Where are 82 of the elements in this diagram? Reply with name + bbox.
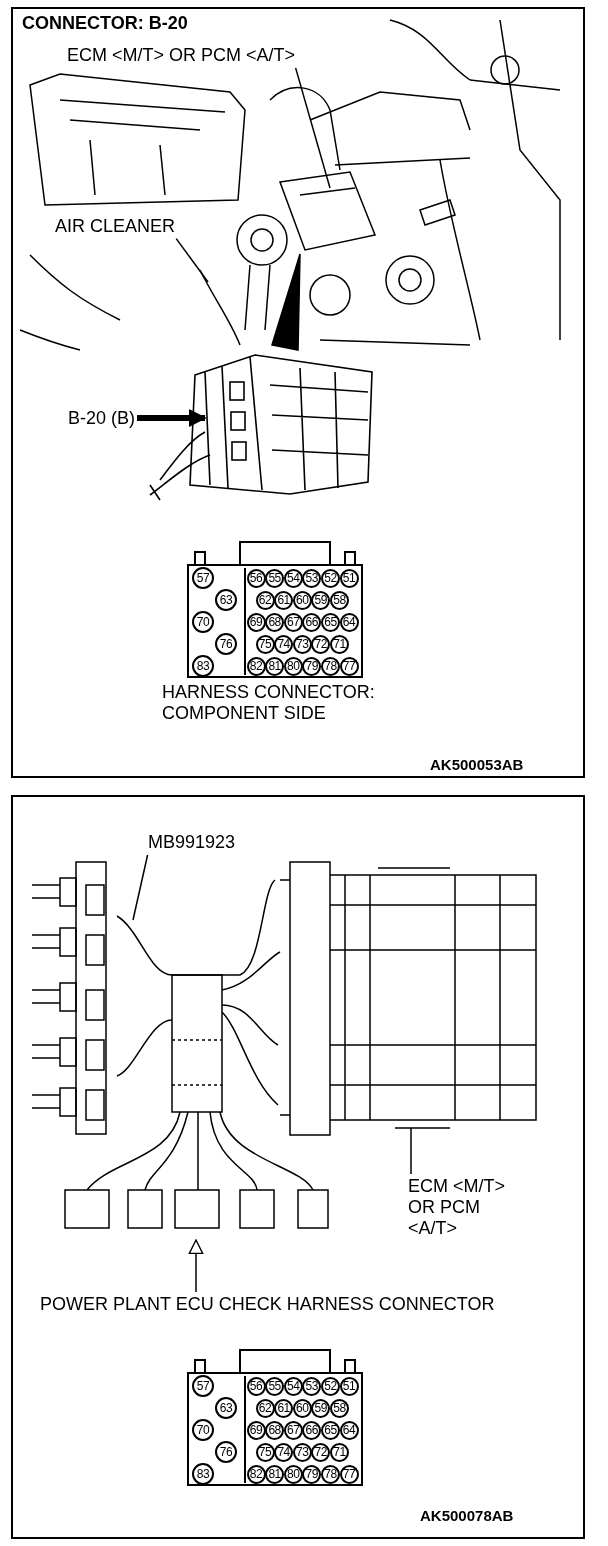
pin-number: 73 (292, 634, 312, 654)
pin-number: 60 (292, 590, 312, 610)
pin-number: 70 (192, 611, 214, 633)
pin-number: 54 (283, 1376, 303, 1396)
pin-number: 59 (311, 1398, 331, 1418)
leader-line (175, 237, 209, 283)
pin-number: 75 (255, 634, 275, 654)
pin-number: 76 (215, 633, 237, 655)
pin-number: 74 (274, 634, 294, 654)
leader-line (132, 854, 149, 921)
pin-number: 81 (265, 656, 285, 676)
pin-number: 76 (215, 1441, 237, 1463)
pin-number: 80 (283, 1464, 303, 1484)
pin-number: 75 (255, 1442, 275, 1462)
pin-number: 74 (274, 1442, 294, 1462)
arrow (137, 409, 207, 427)
pin-number: 78 (320, 656, 340, 676)
pin-number: 63 (215, 1397, 237, 1419)
pin-number: 56 (246, 568, 266, 588)
pin-number: 52 (320, 1376, 340, 1396)
pin-number: 51 (339, 1376, 359, 1396)
pin-number: 68 (265, 612, 285, 632)
pin-number: 83 (192, 655, 214, 677)
pin-number: 58 (329, 1398, 349, 1418)
pin-number: 70 (192, 1419, 214, 1441)
pin-number: 58 (329, 590, 349, 610)
pin-number: 57 (192, 1375, 214, 1397)
pin-number: 73 (292, 1442, 312, 1462)
pin-number: 65 (320, 1420, 340, 1440)
arrow (188, 1239, 204, 1293)
pin-number: 82 (246, 656, 266, 676)
pin-number: 61 (274, 1398, 294, 1418)
part-label: AIR CLEANER (55, 216, 176, 237)
part-label: ECM <M/T> OR PCM <A/T> (67, 45, 296, 66)
pin-number: 62 (255, 1398, 275, 1418)
leader-line (410, 1127, 412, 1175)
pin-number: 82 (246, 1464, 266, 1484)
pin-number: 79 (302, 656, 322, 676)
part-label: ECM <M/T> OR PCM <A/T> (408, 1176, 520, 1239)
heading: CONNECTOR: B-20 (22, 13, 189, 34)
pin-number: 51 (339, 568, 359, 588)
pin-number: 68 (265, 1420, 285, 1440)
pin-number: 64 (339, 612, 359, 632)
pin-number: 67 (283, 612, 303, 632)
pin-number: 67 (283, 1420, 303, 1440)
pin-number: 71 (329, 1442, 349, 1462)
pin-number: 72 (311, 1442, 331, 1462)
pin-number: 66 (302, 612, 322, 632)
pin-number: 64 (339, 1420, 359, 1440)
pin-number: 57 (192, 567, 214, 589)
pin-number: 61 (274, 590, 294, 610)
figure-code: AK500078AB (420, 1506, 515, 1526)
leader-line (294, 67, 331, 189)
pin-number: 81 (265, 1464, 285, 1484)
pin-number: 54 (283, 568, 303, 588)
pin-number: 55 (265, 1376, 285, 1396)
pin-number: 69 (246, 612, 266, 632)
pin-number: 71 (329, 634, 349, 654)
figure-code: AK500053AB (430, 755, 525, 775)
pin-number: 52 (320, 568, 340, 588)
pin-number: 59 (311, 590, 331, 610)
pin-number: 79 (302, 1464, 322, 1484)
part-label: POWER PLANT ECU CHECK HARNESS CONNECTOR (40, 1294, 495, 1315)
pin-number: 72 (311, 634, 331, 654)
pin-number: 65 (320, 612, 340, 632)
pin-number: 56 (246, 1376, 266, 1396)
pin-number: 77 (339, 1464, 359, 1484)
pin-number: 53 (302, 1376, 322, 1396)
pin-number: 78 (320, 1464, 340, 1484)
pin-number: 60 (292, 1398, 312, 1418)
caption: HARNESS CONNECTOR: COMPONENT SIDE (162, 682, 376, 724)
part-label: B-20 (B) (68, 408, 136, 429)
pin-number: 63 (215, 589, 237, 611)
pin-number: 53 (302, 568, 322, 588)
part-label: MB991923 (148, 832, 236, 853)
pin-number: 80 (283, 656, 303, 676)
pin-number: 69 (246, 1420, 266, 1440)
pin-number: 55 (265, 568, 285, 588)
pin-number: 62 (255, 590, 275, 610)
pin-number: 77 (339, 656, 359, 676)
pin-number: 66 (302, 1420, 322, 1440)
pin-number: 83 (192, 1463, 214, 1485)
